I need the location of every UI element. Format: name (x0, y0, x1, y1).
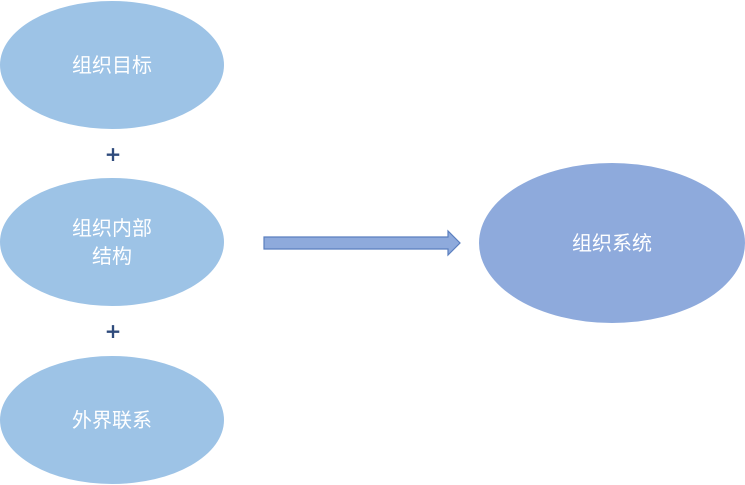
plus-sign-2: + (104, 319, 122, 343)
right-arrow-icon (263, 229, 461, 257)
arrow-shape (263, 229, 461, 257)
node-organization-system: 组织系统 (479, 163, 745, 323)
node-external-relations: 外界联系 (0, 356, 224, 484)
plus-sign-1: + (104, 142, 122, 166)
node-organization-goal-label: 组织目标 (72, 53, 152, 77)
node-organization-system-label: 组织系统 (572, 231, 652, 255)
node-organization-goal: 组织目标 (0, 1, 224, 129)
node-external-relations-label: 外界联系 (72, 408, 152, 432)
node-internal-structure-label: 组织内部 结构 (72, 216, 152, 268)
node-internal-structure: 组织内部 结构 (0, 178, 224, 306)
